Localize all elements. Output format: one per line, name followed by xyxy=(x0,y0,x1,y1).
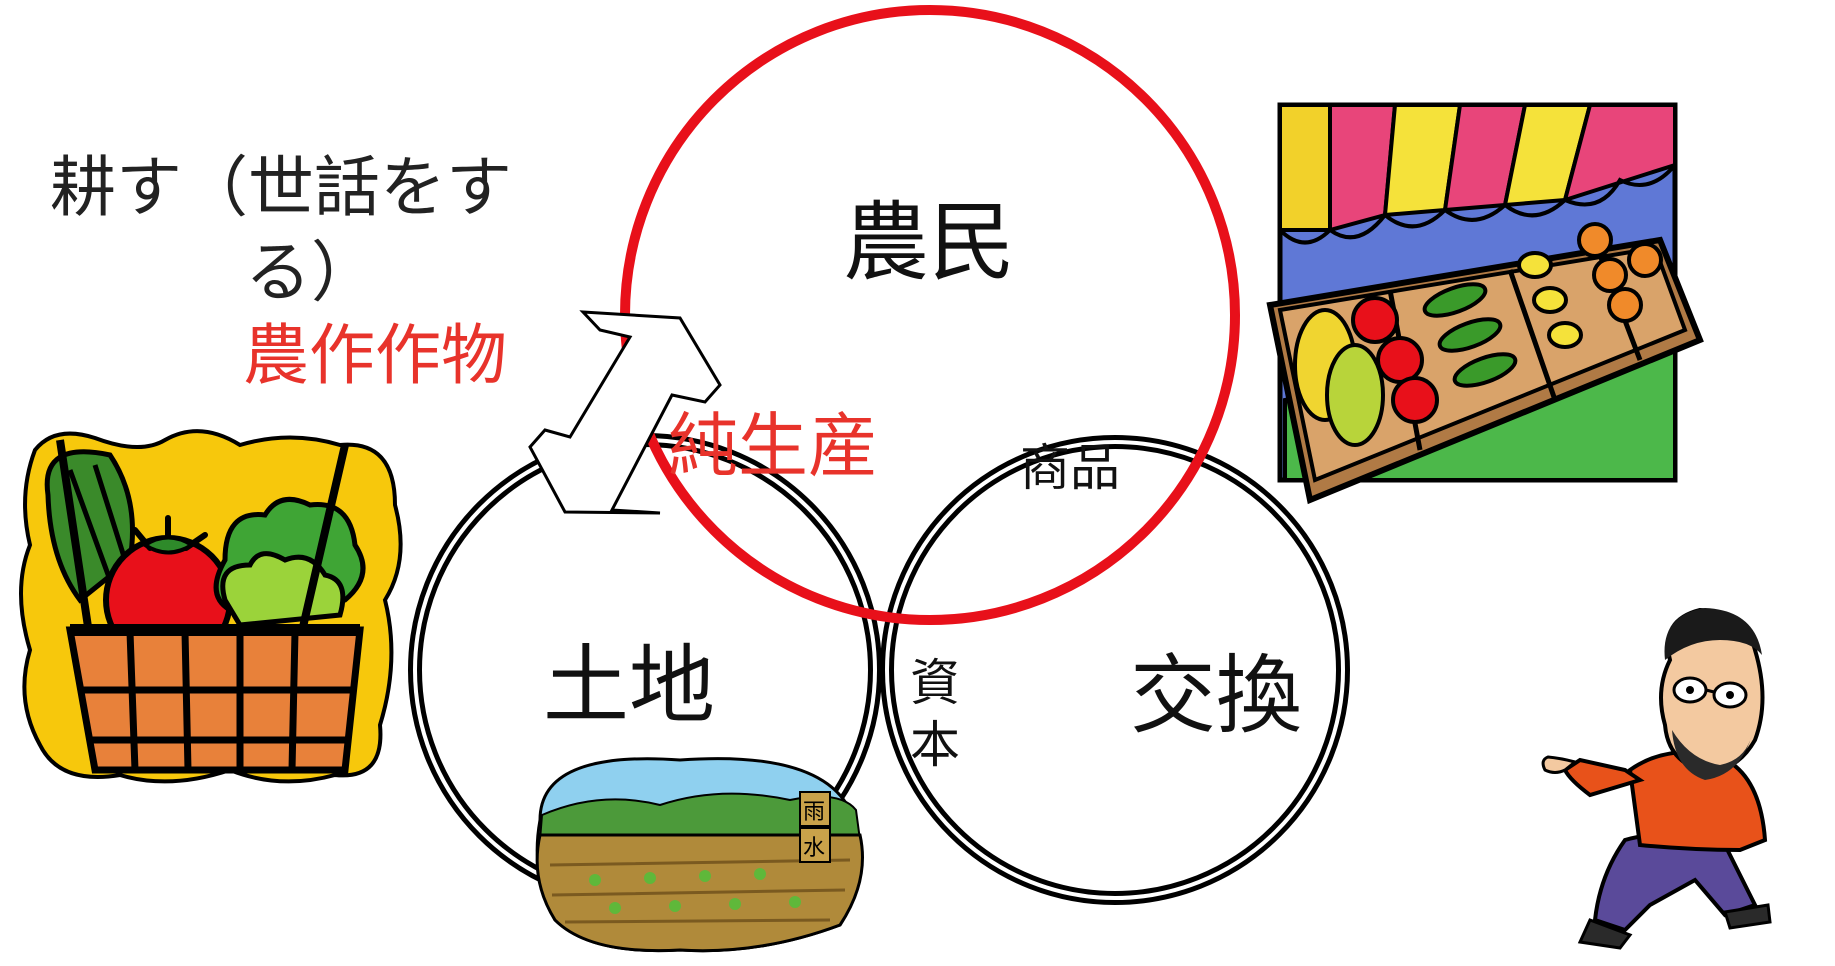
double-arrow-icon xyxy=(528,310,722,515)
title-line2: る） xyxy=(245,234,377,311)
exchange-label: 交換 xyxy=(1130,646,1302,746)
net-product-label: 純生産 xyxy=(668,405,878,487)
capital-label-line1: 資 xyxy=(910,654,960,712)
capital-label-line2: 本 xyxy=(910,716,960,774)
bearded-man-pointing-icon xyxy=(1541,607,1772,950)
farm-field-icon: 雨 水 xyxy=(535,757,864,953)
vegetable-basket-icon xyxy=(19,429,403,784)
goods-label: 商品 xyxy=(1020,439,1120,497)
circle-exchange xyxy=(880,435,1350,905)
farmer-label: 農民 xyxy=(843,193,1015,293)
land-label: 土地 xyxy=(543,636,715,736)
field-sign-1: 雨 xyxy=(803,800,825,825)
field-sign-2: 水 xyxy=(803,836,825,861)
crops-label: 農作作物 xyxy=(243,317,507,394)
market-stall-icon xyxy=(1266,102,1704,505)
title-line1: 耕す（世話をす xyxy=(50,149,512,226)
